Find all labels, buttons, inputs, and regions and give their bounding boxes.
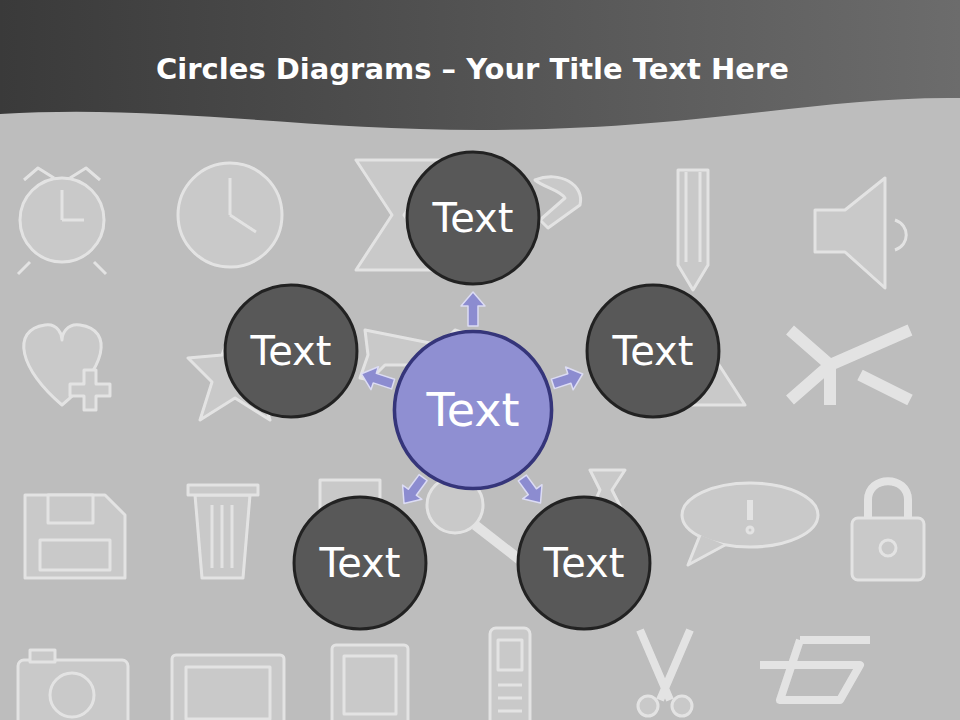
flow-arrow xyxy=(518,475,542,503)
flow-arrow xyxy=(551,367,582,390)
flow-arrow xyxy=(361,367,394,390)
node-label: Text xyxy=(516,541,652,585)
text-holder: Text xyxy=(292,541,428,585)
outer-circle: Text xyxy=(516,495,652,631)
node-label: Text xyxy=(392,385,554,436)
text-holder: Text xyxy=(223,329,359,373)
arrow-shape xyxy=(551,367,582,390)
flow-arrow xyxy=(461,292,485,326)
outer-circle: Text xyxy=(405,150,541,286)
outer-circle: Text xyxy=(223,283,359,419)
node-label: Text xyxy=(223,329,359,373)
text-holder: Text xyxy=(585,329,721,373)
text-holder: Text xyxy=(392,385,554,436)
center-circle: Text xyxy=(392,329,554,491)
outer-circle: Text xyxy=(292,495,428,631)
text-holder: Text xyxy=(405,196,541,240)
arrow-shape xyxy=(403,475,428,504)
arrow-shape xyxy=(461,292,485,326)
slide-title: Circles Diagrams – Your Title Text Here xyxy=(0,52,945,86)
flow-arrow xyxy=(403,475,428,504)
arrow-shape xyxy=(361,367,394,390)
text-holder: Text xyxy=(516,541,652,585)
node-label: Text xyxy=(405,196,541,240)
outer-circle: Text xyxy=(585,283,721,419)
arrow-shape xyxy=(518,475,542,503)
node-label: Text xyxy=(585,329,721,373)
node-label: Text xyxy=(292,541,428,585)
